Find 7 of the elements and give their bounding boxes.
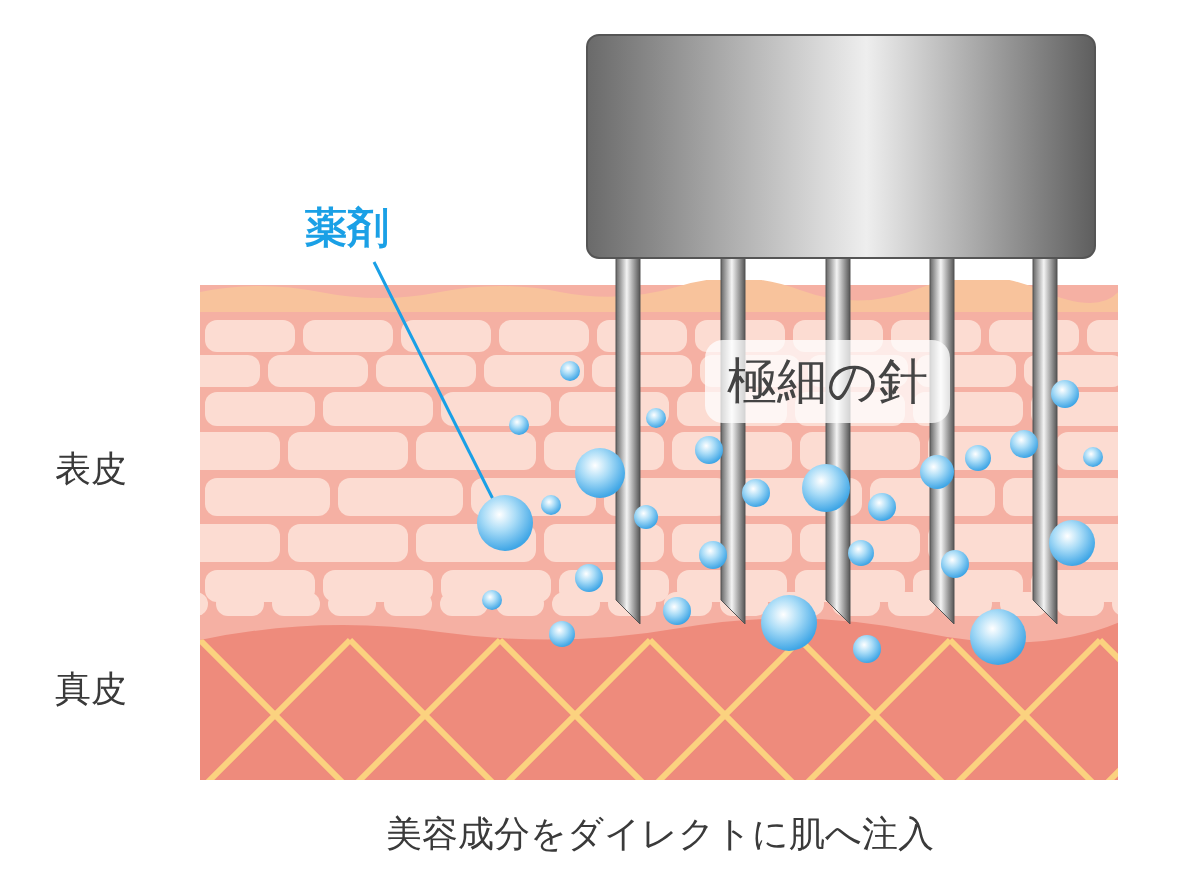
needle-label: 極細の針: [705, 340, 950, 423]
layer-label: 真皮: [55, 667, 127, 711]
droplet: [477, 495, 533, 551]
caption: 美容成分をダイレクトに肌へ注入: [385, 812, 935, 856]
drug-label: 薬剤: [305, 200, 389, 256]
leader-line: [372, 261, 494, 499]
layer-label: 表皮: [55, 447, 127, 491]
